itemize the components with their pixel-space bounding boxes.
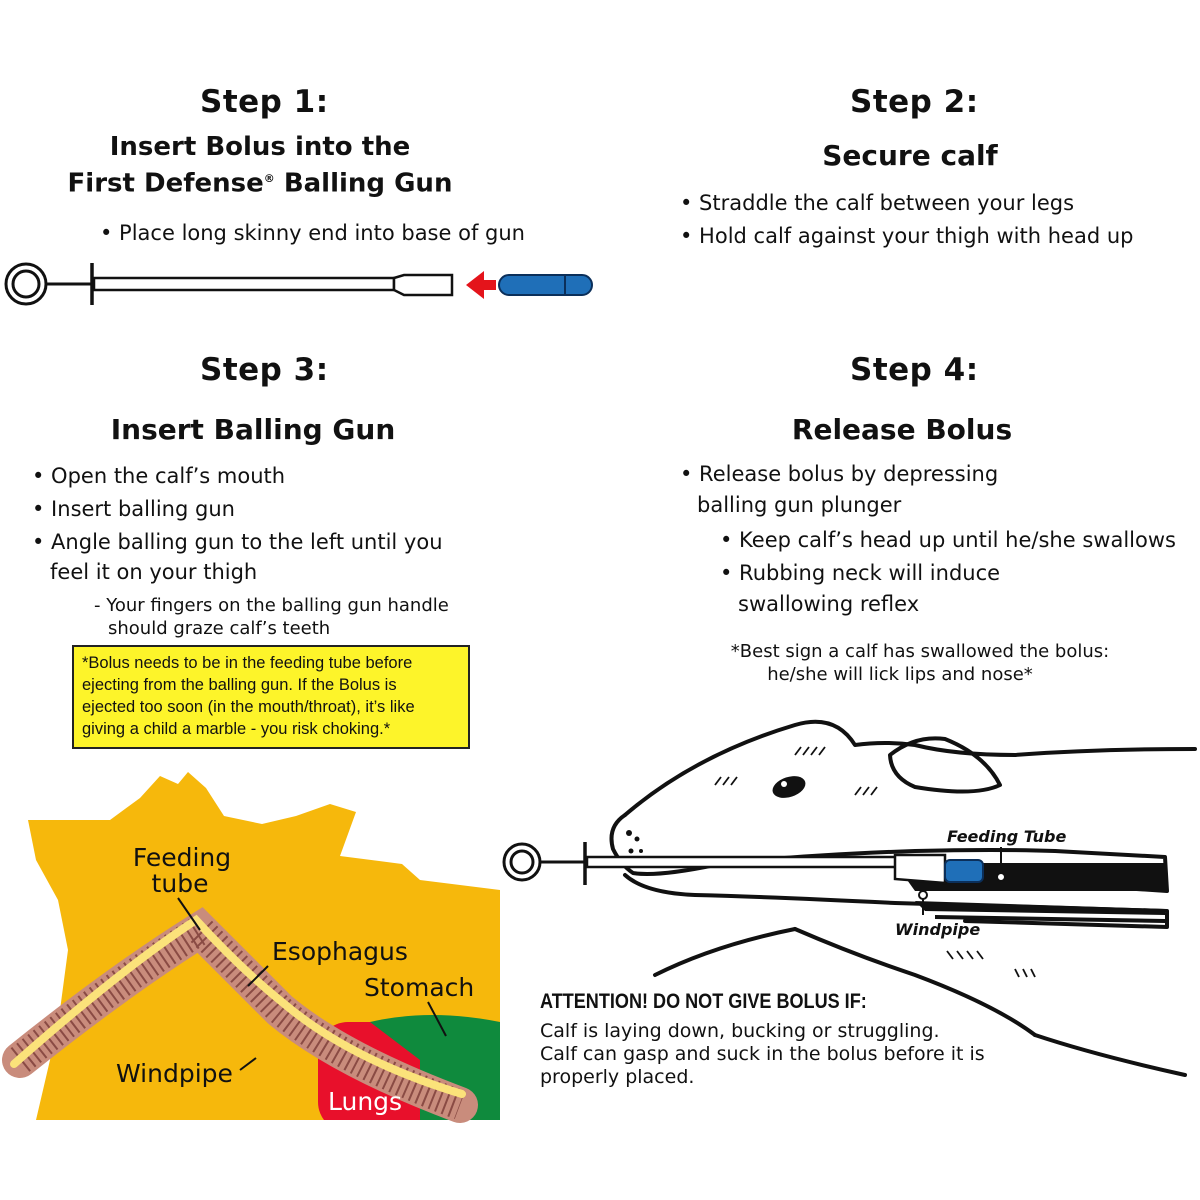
- step3-bullet-3: • Angle balling gun to the left until yo…: [32, 530, 443, 554]
- step4-sub-bullet-2: • Rubbing neck will induce: [720, 561, 1001, 585]
- red-arrow-icon: [466, 271, 496, 299]
- esophagus-windpipe: [2, 907, 478, 1123]
- step2-title: Step 2:: [850, 84, 979, 120]
- step1-subtitle-line1: Insert Bolus into the: [109, 132, 411, 162]
- calf-eye-icon: [772, 776, 806, 798]
- label-feeding-tube: Feeding Tube: [947, 827, 1066, 846]
- calf-fur-marks: [714, 746, 1036, 978]
- step3-sub-bullet-2: should graze calf’s teeth: [108, 618, 331, 639]
- step3-bullet-3-cont: feel it on your thigh: [50, 560, 258, 584]
- step4-sub-bullet-2-cont: swallowing reflex: [738, 592, 920, 616]
- choking-warning-note: *Bolus needs to be in the feeding tube b…: [72, 645, 470, 749]
- label-windpipe: Windpipe: [116, 1059, 233, 1088]
- balling-gun-step4: [502, 842, 984, 885]
- balling-gun-step1: [4, 262, 593, 306]
- step1-subtitle-post: Balling Gun: [274, 168, 453, 199]
- step2-subtitle: Secure calf: [822, 139, 998, 172]
- step4-sub-bullet-1: • Keep calf’s head up until he/she swall…: [720, 528, 1176, 552]
- step3-subtitle: Insert Balling Gun: [110, 413, 396, 446]
- best-sign-line-1: *Best sign a calf has swallowed the bolu…: [730, 641, 1110, 662]
- feeding-tube-line: [10, 914, 466, 1098]
- step4-bullet-1: • Release bolus by depressing: [680, 462, 999, 486]
- step2-bullet-1: • Straddle the calf between your legs: [680, 191, 1075, 215]
- step4-title: Step 4:: [850, 352, 979, 388]
- step3-bullet-2: • Insert balling gun: [32, 497, 235, 521]
- calf-head-outline: [609, 719, 1197, 1077]
- note-line-4: giving a child a marble - you risk choki…: [82, 720, 391, 738]
- label-feeding: Feeding: [133, 843, 231, 872]
- step3-bullet-1: • Open the calf’s mouth: [32, 464, 286, 488]
- step3-sub-bullet-1: - Your fingers on the balling gun handle: [94, 595, 449, 616]
- attention-heading: ATTENTION! DO NOT GIVE BOLUS IF:: [540, 990, 867, 1013]
- label-lungs: Lungs: [328, 1087, 402, 1116]
- attention-line-3: properly placed.: [540, 1066, 695, 1088]
- step3-title: Step 3:: [200, 352, 329, 388]
- step1-subtitle-line2: First Defense® Balling Gun: [60, 163, 460, 200]
- calf-anatomy-diagram: Feeding tube Esophagus Stomach Windpipe …: [2, 772, 500, 1123]
- step1-bullet: • Place long skinny end into base of gun: [100, 221, 525, 245]
- attention-line-2: Calf can gasp and suck in the bolus befo…: [540, 1043, 985, 1065]
- bolus-in-tube: [944, 859, 984, 883]
- label-esophagus: Esophagus: [272, 937, 408, 966]
- note-line-3: ejected too soon (in the mouth/throat), …: [82, 698, 415, 716]
- balling-gun-icon: [4, 262, 454, 306]
- anatomy-label-lines: [177, 897, 447, 1071]
- calf-nostril-marks: [626, 830, 643, 854]
- note-line-2: ejecting from the balling gun. If the Bo…: [82, 676, 397, 694]
- note-line-1: *Bolus needs to be in the feeding tube b…: [82, 654, 413, 672]
- attention-line-1: Calf is laying down, bucking or struggli…: [540, 1020, 940, 1042]
- bolus-icon: [498, 274, 593, 296]
- step1-subtitle: Insert Bolus into the First Defense® Bal…: [60, 132, 460, 200]
- step4-subtitle: Release Bolus: [791, 413, 1013, 446]
- label-tube: tube: [152, 869, 209, 898]
- step1-title: Step 1:: [200, 84, 329, 120]
- step1-subtitle-brand: First Defense: [67, 168, 264, 199]
- calf-head-diagram: Feeding Tube Windpipe: [502, 719, 1197, 1077]
- best-sign-line-2: he/she will lick lips and nose*: [767, 664, 1033, 685]
- step4-bullet-1-cont: balling gun plunger: [697, 493, 902, 517]
- calf-label-lines: [918, 847, 1006, 915]
- label-stomach: Stomach: [364, 973, 474, 1002]
- label-calf-windpipe: Windpipe: [895, 920, 980, 939]
- registered-mark: ®: [263, 172, 275, 185]
- step2-bullet-2: • Hold calf against your thigh with head…: [680, 224, 1134, 248]
